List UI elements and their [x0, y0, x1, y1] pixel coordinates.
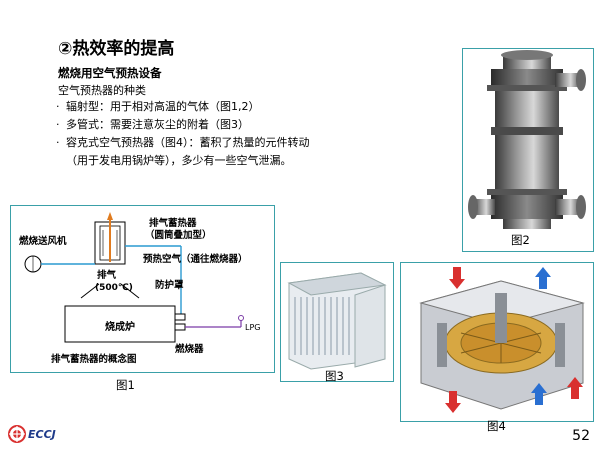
intro-text: 空气预热器的种类 [58, 84, 146, 97]
multitube-preheater-image [287, 272, 387, 370]
hot-arrow-icon [107, 212, 113, 220]
figure3-frame [280, 262, 394, 382]
burner-nozzle [174, 313, 186, 321]
guard-label: 防护罩 [155, 279, 184, 291]
figure2-frame [462, 48, 594, 252]
cold-air-arrow-icon [535, 267, 551, 289]
rotary-preheater-image [419, 267, 585, 413]
bullet-continuation: （用于发电用锅炉等），多少有一些空气泄漏。 [66, 154, 292, 167]
figure1-caption: 图1 [116, 378, 135, 392]
bullet-text: 辐射型：用于相对高温的气体（图1,2） [66, 100, 260, 113]
figure3-caption: 图3 [325, 369, 344, 383]
radiation-preheater-image [468, 50, 586, 229]
page-title: ②热效率的提高 [58, 39, 175, 59]
bullet-text: 容克式空气预热器（图4）：蓄积了热量的元件转动 [66, 136, 310, 149]
regenerator-unit [94, 212, 126, 265]
preheat-air-label: 预热空气（通往燃烧器） [143, 253, 248, 265]
bullet-item: · 容克式空气预热器（图4）：蓄积了热量的元件转动 [56, 136, 310, 150]
page-number: 52 [572, 428, 590, 444]
bullet-dot: · [56, 118, 60, 131]
section-heading: 燃烧用空气预热设备 [58, 66, 162, 80]
furnace-box [64, 305, 176, 343]
fan-label: 燃烧送风机 [19, 235, 67, 247]
figure2-caption: 图2 [511, 233, 530, 247]
exhaust-temp-label: (500℃) [95, 283, 133, 293]
bullet-dot: · [56, 100, 60, 113]
logo-text: ECCJ [28, 428, 56, 441]
regenerator-schematic: 燃烧送风机 排气蓄热器 （圆筒叠加型） 预热空气（通往燃烧器） 排气 (500℃… [19, 212, 260, 365]
hot-air-arrow-icon [567, 377, 583, 399]
exhaust-label: 排气 [97, 269, 117, 281]
bullet-item: · 多管式：需要注意灰尘的附着（图3） [56, 118, 249, 132]
hot-gas-arrow-icon [445, 391, 461, 413]
hot-gas-arrow-icon [449, 267, 465, 289]
burner-label: 燃烧器 [175, 343, 204, 355]
concept-label: 排气蓄热器的概念图 [51, 353, 137, 365]
furnace-label: 烧成炉 [105, 320, 135, 333]
regen-label: 排气蓄热器 [149, 217, 197, 229]
figure1-frame: 燃烧送风机 排气蓄热器 （圆筒叠加型） 预热空气（通往燃烧器） 排气 (500℃… [10, 205, 275, 373]
bullet-text: 多管式：需要注意灰尘的附着（图3） [66, 118, 249, 131]
bullet-dot: · [56, 136, 60, 149]
bullet-item: · 辐射型：用于相对高温的气体（图1,2） [56, 100, 260, 114]
regen-type-label: （圆筒叠加型） [145, 229, 212, 241]
eccj-logo-icon [8, 425, 26, 443]
figure4-caption: 图4 [487, 419, 506, 433]
figure4-frame [400, 262, 594, 422]
lpg-label: LPG [245, 323, 260, 332]
burner-nozzle [174, 323, 186, 331]
cold-air-arrow-icon [531, 383, 547, 405]
